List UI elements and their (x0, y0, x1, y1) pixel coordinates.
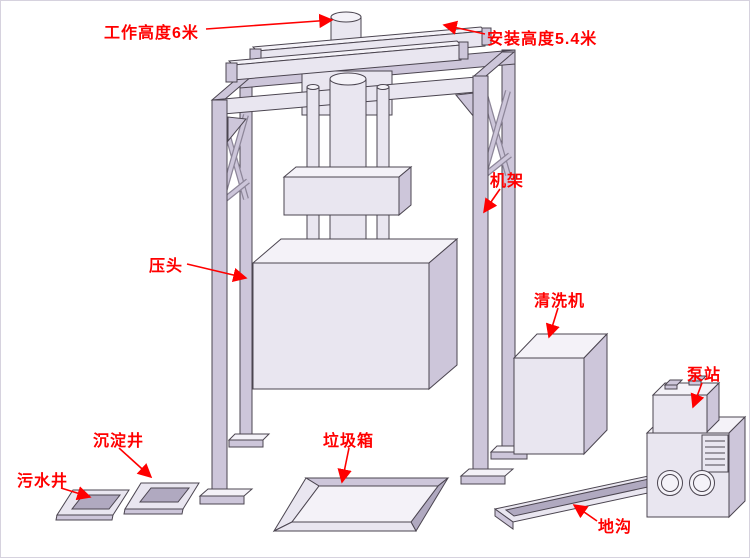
arrow-working-height (205, 13, 334, 30)
label-working-height: 工作高度6米 (104, 25, 199, 42)
washing-machine (512, 332, 609, 456)
hydraulic-cylinders (306, 72, 390, 252)
arrow-sediment-well (118, 447, 153, 479)
label-washing-machine: 清洗机 (534, 293, 586, 310)
arrow-pump-station (690, 382, 705, 409)
arrow-sewage-well (60, 486, 92, 501)
arrow-frame (483, 188, 501, 214)
arrow-garbage-bin (337, 447, 352, 484)
arrow-trench (572, 504, 598, 522)
label-install-height: 安装高度5.4米 (487, 31, 598, 48)
label-press-head: 压头 (149, 258, 184, 275)
pump-station (645, 375, 747, 519)
sewage-well (55, 489, 130, 521)
top-rails (225, 26, 492, 83)
louver-panel (701, 434, 729, 473)
label-sediment-well: 沉淀井 (93, 433, 145, 450)
arrow-install-height (442, 20, 486, 35)
label-sewage-well: 污水井 (17, 473, 69, 490)
label-trench: 地沟 (598, 519, 633, 536)
label-garbage-bin: 垃圾箱 (323, 433, 375, 450)
sediment-well (123, 482, 200, 515)
press-head-box (251, 237, 459, 391)
moving-platen (282, 165, 413, 217)
trench-channel (493, 474, 673, 530)
garbage-pit (272, 477, 450, 533)
arrow-press-head (186, 263, 248, 283)
arrow-washing-machine (545, 307, 560, 339)
label-pump-station: 泵站 (687, 367, 722, 384)
label-frame: 机架 (490, 173, 525, 190)
annotation-arrows (60, 13, 705, 522)
